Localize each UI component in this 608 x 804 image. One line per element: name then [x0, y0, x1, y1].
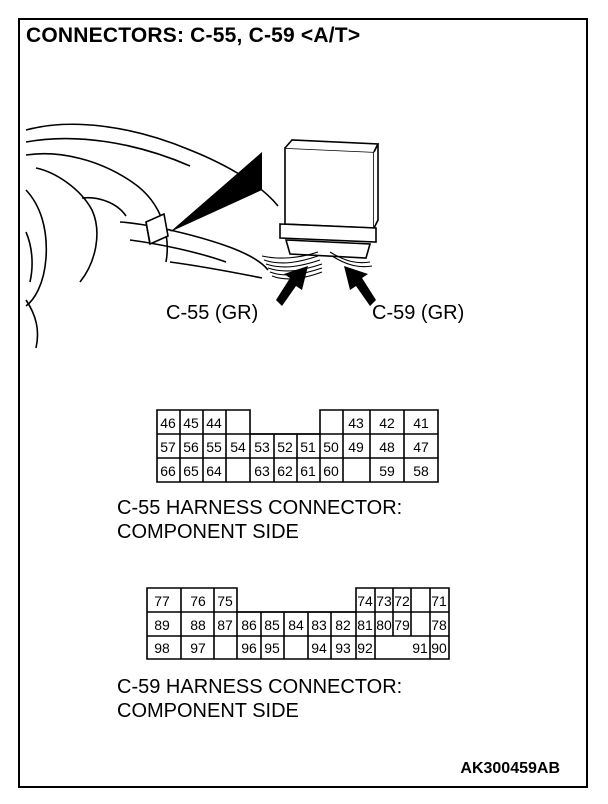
- c55-caption-line2: COMPONENT SIDE: [117, 521, 299, 543]
- c55-pin: 45: [183, 415, 199, 431]
- c59-pin: 96: [241, 640, 257, 656]
- c55-pin: 46: [160, 415, 176, 431]
- c55-pin: 50: [323, 439, 339, 455]
- c59-pin: 85: [264, 617, 280, 633]
- c59-pin: 79: [394, 617, 410, 633]
- c55-caption: C-55 HARNESS CONNECTOR: COMPONENT SIDE: [117, 496, 402, 544]
- c59-pin: 83: [311, 617, 327, 633]
- c59-pin: 77: [154, 593, 170, 609]
- c59-pin: 88: [190, 617, 206, 633]
- c55-pin: 66: [160, 463, 176, 479]
- c59-pin: 91: [412, 640, 428, 656]
- c59-pin: 81: [357, 617, 373, 633]
- c55-pin: 49: [348, 439, 364, 455]
- c55-pin: 61: [300, 463, 316, 479]
- c59-pin: 93: [335, 640, 351, 656]
- ecu-unit: [279, 139, 380, 259]
- c59-pin: 84: [288, 617, 304, 633]
- c59-pin: 89: [154, 617, 170, 633]
- c59-pin: 87: [217, 617, 233, 633]
- c59-pin: 72: [394, 593, 410, 609]
- c59-pin: 98: [154, 640, 170, 656]
- c55-caption-line1: C-55 HARNESS CONNECTOR:: [117, 497, 403, 519]
- c55-pin: 48: [379, 439, 395, 455]
- c55-pin: 63: [254, 463, 270, 479]
- image-code: AK300459AB: [460, 760, 560, 777]
- c55-callout: C-55 (GR): [166, 302, 259, 324]
- c59-pin: 78: [431, 617, 447, 633]
- c59-pin: 97: [190, 640, 206, 656]
- c55-pin: 53: [254, 439, 270, 455]
- c55-pin: 43: [348, 415, 364, 431]
- c59-pin: 75: [217, 593, 233, 609]
- c59-pin: 90: [431, 640, 447, 656]
- c55-pin: 62: [277, 463, 293, 479]
- c59-pin: 73: [376, 593, 392, 609]
- c59-callout: C-59 (GR): [372, 302, 465, 324]
- c59-caption: C-59 HARNESS CONNECTOR: COMPONENT SIDE: [117, 675, 402, 723]
- c59-pin: 95: [264, 640, 280, 656]
- c59-pin: 86: [241, 617, 257, 633]
- zoom-wedge: [170, 152, 262, 232]
- c55-pin: 51: [300, 439, 316, 455]
- c55-pin: 59: [379, 463, 395, 479]
- c59-arrow: [344, 266, 376, 306]
- c55-pin: 47: [413, 439, 429, 455]
- c55-pin: 44: [206, 415, 222, 431]
- c55-pin: 65: [183, 463, 199, 479]
- c55-pin: 52: [277, 439, 293, 455]
- c59-pin: 82: [335, 617, 351, 633]
- dash-connector-icon: [145, 212, 169, 246]
- c55-pin: 41: [413, 415, 429, 431]
- c59-pin: 94: [311, 640, 327, 656]
- c55-pin: 42: [379, 415, 395, 431]
- c59-caption-line2: COMPONENT SIDE: [117, 700, 299, 722]
- c59-pin: 71: [431, 593, 447, 609]
- c55-pin: 55: [206, 439, 222, 455]
- c55-arrow: [276, 266, 308, 306]
- c55-pin: 54: [230, 439, 246, 455]
- c59-caption-line1: C-59 HARNESS CONNECTOR:: [117, 676, 403, 698]
- c59-pin: 76: [190, 593, 206, 609]
- c55-pin: 57: [160, 439, 176, 455]
- c55-pin: 58: [413, 463, 429, 479]
- c55-pin: 56: [183, 439, 199, 455]
- c55-pin: 60: [323, 463, 339, 479]
- c59-pin: 80: [376, 617, 392, 633]
- c59-pin: 74: [357, 593, 373, 609]
- c55-pin: 64: [206, 463, 222, 479]
- diagram-title: CONNECTORS: C-55, C-59 <A/T>: [26, 24, 361, 47]
- c59-pin: 92: [357, 640, 373, 656]
